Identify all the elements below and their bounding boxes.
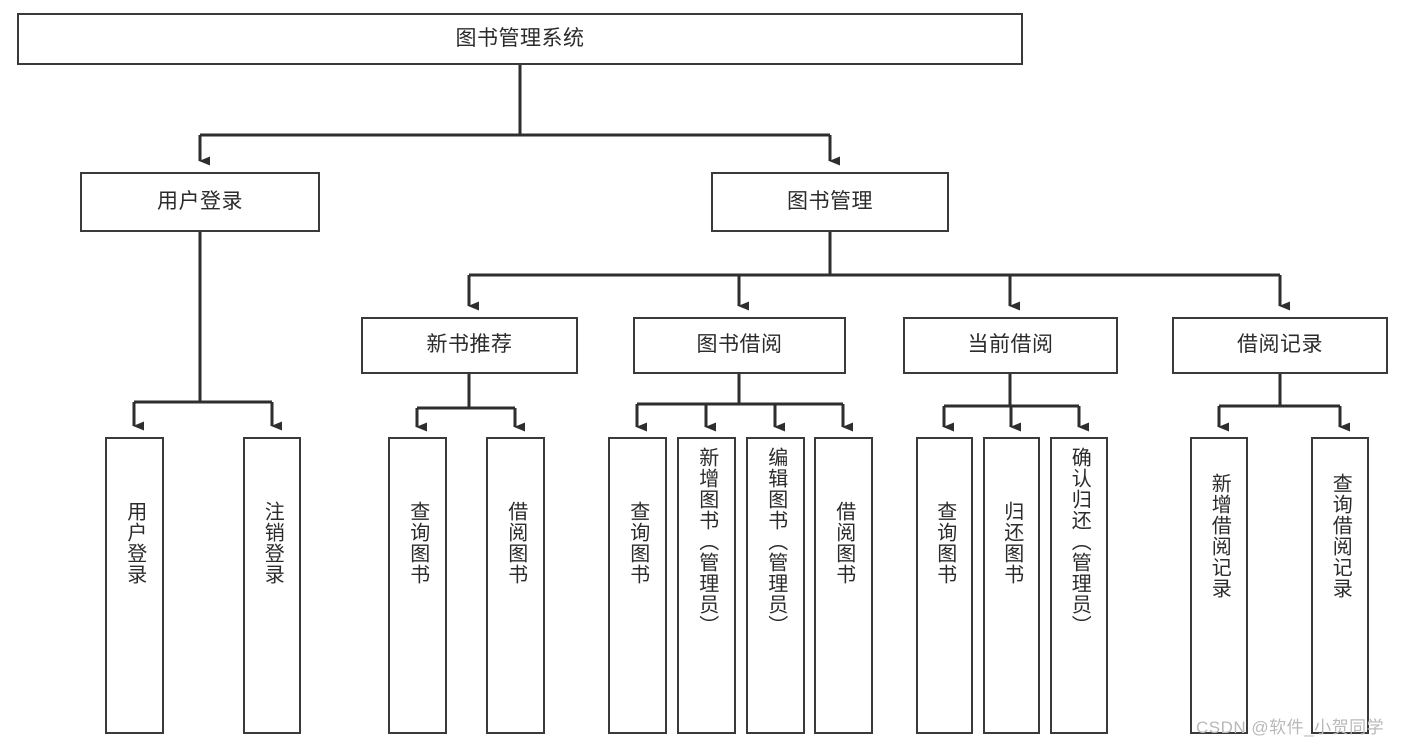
- node-leaf-edit-book-admin-label: 编辑图书（管理员）: [764, 447, 787, 636]
- node-leaf-return-book[interactable]: 归还图书: [983, 437, 1040, 734]
- node-leaf-borrow-book-1[interactable]: 借阅图书: [486, 437, 545, 734]
- node-leaf-logout-login-label: 注销登录: [261, 501, 284, 585]
- node-leaf-query-borrow-record-label: 查询借阅记录: [1329, 473, 1352, 599]
- node-leaf-add-book-admin-label: 新增图书（管理员）: [695, 447, 718, 636]
- node-leaf-add-borrow-record[interactable]: 新增借阅记录: [1190, 437, 1248, 734]
- node-leaf-query-borrow-record[interactable]: 查询借阅记录: [1311, 437, 1369, 734]
- node-book-manage-label: 图书管理: [787, 189, 873, 213]
- node-current-borrow[interactable]: 当前借阅: [903, 317, 1118, 374]
- node-user-login-label: 用户登录: [157, 189, 243, 213]
- node-leaf-borrow-book-1-label: 借阅图书: [504, 501, 527, 585]
- node-leaf-query-book-1-label: 查询图书: [406, 501, 429, 585]
- node-leaf-confirm-return-admin-label: 确认归还（管理员）: [1068, 447, 1091, 636]
- edges-bookmanage-to-level3: [467, 232, 1290, 311]
- node-leaf-confirm-return-admin[interactable]: 确认归还（管理员）: [1050, 437, 1108, 734]
- node-borrow-record[interactable]: 借阅记录: [1172, 317, 1388, 374]
- node-leaf-borrow-book-2[interactable]: 借阅图书: [814, 437, 873, 734]
- node-leaf-query-book-2-label: 查询图书: [626, 501, 649, 585]
- edges-root-to-level2: [198, 65, 840, 166]
- node-leaf-user-login[interactable]: 用户登录: [105, 437, 164, 734]
- csdn-watermark: CSDN @软件_小贺同学: [1196, 718, 1385, 737]
- node-leaf-query-book-3[interactable]: 查询图书: [916, 437, 973, 734]
- node-book-manage[interactable]: 图书管理: [711, 172, 949, 232]
- edges-currentborrow-to-leaves: [942, 374, 1089, 432]
- node-new-book-recommend-label: 新书推荐: [426, 333, 513, 357]
- node-borrow-record-label: 借阅记录: [1237, 333, 1323, 357]
- node-user-login[interactable]: 用户登录: [80, 172, 320, 232]
- node-leaf-user-login-label: 用户登录: [123, 501, 146, 585]
- node-leaf-query-book-3-label: 查询图书: [933, 501, 956, 585]
- edges-login-to-leaves: [132, 232, 282, 431]
- node-leaf-query-book-1[interactable]: 查询图书: [388, 437, 447, 734]
- edges-bookborrow-to-leaves: [635, 374, 853, 432]
- node-leaf-add-book-admin[interactable]: 新增图书（管理员）: [677, 437, 736, 734]
- node-book-borrow[interactable]: 图书借阅: [633, 317, 846, 374]
- node-leaf-edit-book-admin[interactable]: 编辑图书（管理员）: [746, 437, 805, 734]
- edges-borrowrecord-to-leaves: [1217, 374, 1350, 432]
- node-leaf-borrow-book-2-label: 借阅图书: [832, 501, 855, 585]
- node-leaf-add-borrow-record-label: 新增借阅记录: [1208, 473, 1231, 599]
- node-book-borrow-label: 图书借阅: [696, 333, 783, 357]
- node-root[interactable]: 图书管理系统: [17, 13, 1023, 65]
- node-leaf-return-book-label: 归还图书: [1000, 501, 1023, 585]
- node-leaf-query-book-2[interactable]: 查询图书: [608, 437, 667, 734]
- node-root-label: 图书管理系统: [455, 26, 585, 50]
- node-new-book-recommend[interactable]: 新书推荐: [361, 317, 578, 374]
- node-leaf-logout-login[interactable]: 注销登录: [243, 437, 301, 734]
- node-current-borrow-label: 当前借阅: [967, 333, 1054, 357]
- edges-newbook-to-leaves: [415, 374, 525, 432]
